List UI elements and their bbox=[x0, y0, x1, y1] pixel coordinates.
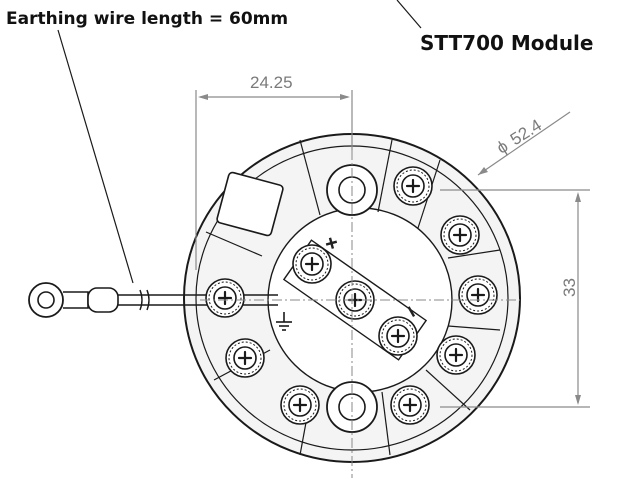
earth-symbol bbox=[276, 312, 292, 331]
module-block bbox=[216, 171, 284, 237]
outer-terminal bbox=[439, 214, 481, 256]
outer-terminal bbox=[392, 165, 434, 207]
earthing-wire-label: Earthing wire length = 60mm bbox=[6, 9, 289, 29]
ring-lug-crimp bbox=[87, 287, 119, 313]
width-dimension-value: 24.25 bbox=[250, 73, 293, 92]
width-dimension bbox=[195, 90, 353, 270]
height-dimension-value: 33 bbox=[560, 278, 579, 297]
center-terminal bbox=[377, 315, 419, 357]
outer-terminal bbox=[204, 277, 246, 319]
outer-terminal bbox=[389, 384, 431, 426]
module-leader-line bbox=[396, 0, 422, 29]
outer-terminal bbox=[435, 334, 477, 376]
earthing-wire bbox=[28, 282, 278, 318]
module-ribs bbox=[205, 139, 501, 456]
centerlines bbox=[200, 150, 520, 478]
outer-terminal bbox=[224, 337, 266, 379]
center-terminal bbox=[291, 243, 333, 285]
diameter-dimension-value: 52.4 bbox=[507, 116, 545, 150]
earthing-leader-line bbox=[57, 29, 134, 284]
module-name-label: STT700 Module bbox=[420, 31, 594, 55]
plus-sign: + bbox=[322, 229, 341, 256]
outer-terminal bbox=[279, 384, 321, 426]
diameter-dimension bbox=[477, 111, 571, 176]
outer-terminal bbox=[457, 274, 499, 316]
height-dimension bbox=[440, 189, 590, 408]
